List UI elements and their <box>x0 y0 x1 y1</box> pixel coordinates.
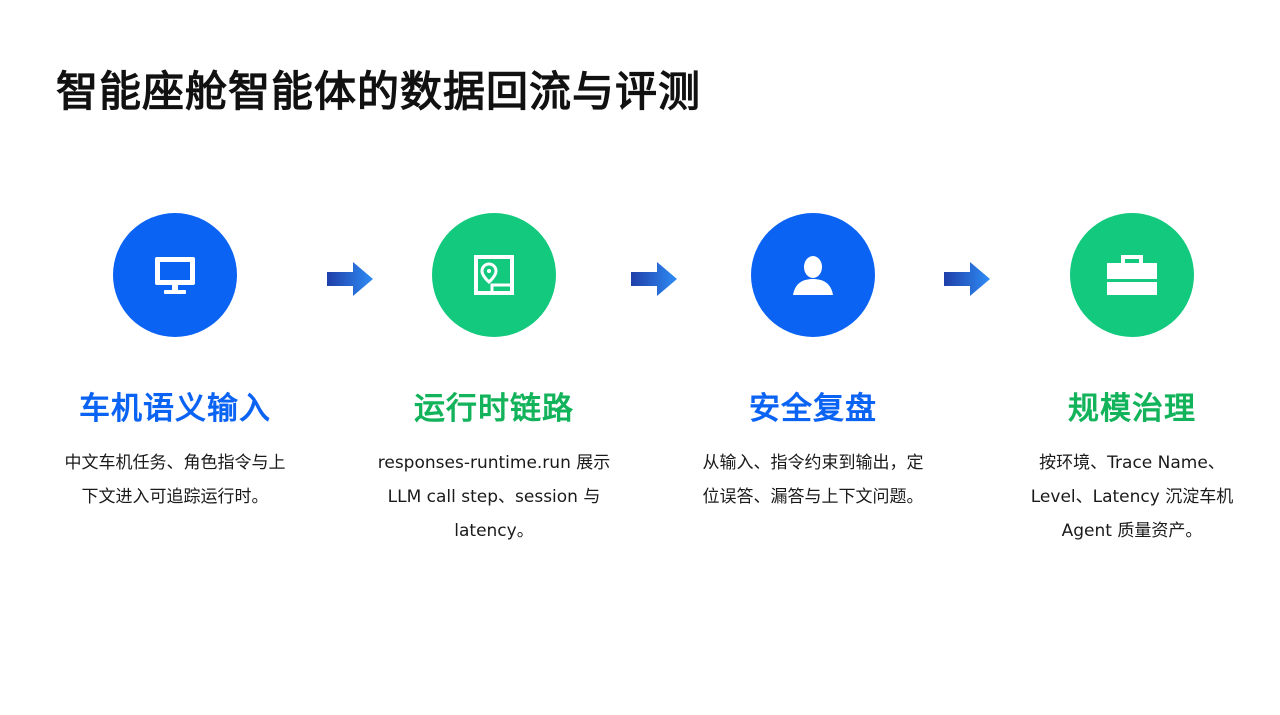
arrow-right-icon <box>631 262 677 296</box>
step-description-line: 按环境、Trace Name、 <box>1039 453 1225 473</box>
step-description: 从输入、指令约束到输出，定 位误答、漏答与上下文问题。 <box>703 446 924 514</box>
step-description-line: responses-runtime.run 展示 <box>377 453 611 473</box>
step-description-line: 位误答、漏答与上下文问题。 <box>702 487 924 507</box>
step-runtime-chain: 运行时链路 responses-runtime.run 展示 LLM call … <box>344 213 644 548</box>
step-description-line: LLM call step、session 与 <box>387 487 601 507</box>
step-icon-circle <box>432 213 556 337</box>
step-semantic-input: 车机语义输入 中文车机任务、角色指令与上 下文进入可追踪运行时。 <box>25 213 325 514</box>
step-description: 按环境、Trace Name、 Level、Latency 沉淀车机 Agent… <box>1031 446 1233 548</box>
step-description: 中文车机任务、角色指令与上 下文进入可追踪运行时。 <box>65 446 286 514</box>
page-title: 智能座舱智能体的数据回流与评测 <box>56 67 702 116</box>
step-description-line: Level、Latency 沉淀车机 <box>1030 487 1234 507</box>
step-description-line: 下文进入可追踪运行时。 <box>81 487 269 507</box>
briefcase-icon <box>1107 255 1157 295</box>
step-description-line: latency。 <box>454 521 534 541</box>
step-description-line: 中文车机任务、角色指令与上 <box>64 453 286 473</box>
arrow-right-icon <box>944 262 990 296</box>
step-description: responses-runtime.run 展示 LLM call step、s… <box>378 446 611 548</box>
step-title: 安全复盘 <box>749 391 877 427</box>
user-icon <box>793 256 833 295</box>
step-description-line: Agent 质量资产。 <box>1061 521 1203 541</box>
step-icon-circle <box>751 213 875 337</box>
step-icon-circle <box>113 213 237 337</box>
arrow-right-icon <box>327 262 373 296</box>
step-title: 车机语义输入 <box>79 391 271 427</box>
step-description-line: 从输入、指令约束到输出，定 <box>702 453 924 473</box>
step-title: 运行时链路 <box>414 391 574 427</box>
step-icon-circle <box>1070 213 1194 337</box>
map-location-icon <box>474 255 514 295</box>
step-scale-governance: 规模治理 按环境、Trace Name、 Level、Latency 沉淀车机 … <box>982 213 1280 548</box>
monitor-icon <box>155 257 195 294</box>
step-title: 规模治理 <box>1068 391 1196 427</box>
step-safety-review: 安全复盘 从输入、指令约束到输出，定 位误答、漏答与上下文问题。 <box>663 213 963 514</box>
